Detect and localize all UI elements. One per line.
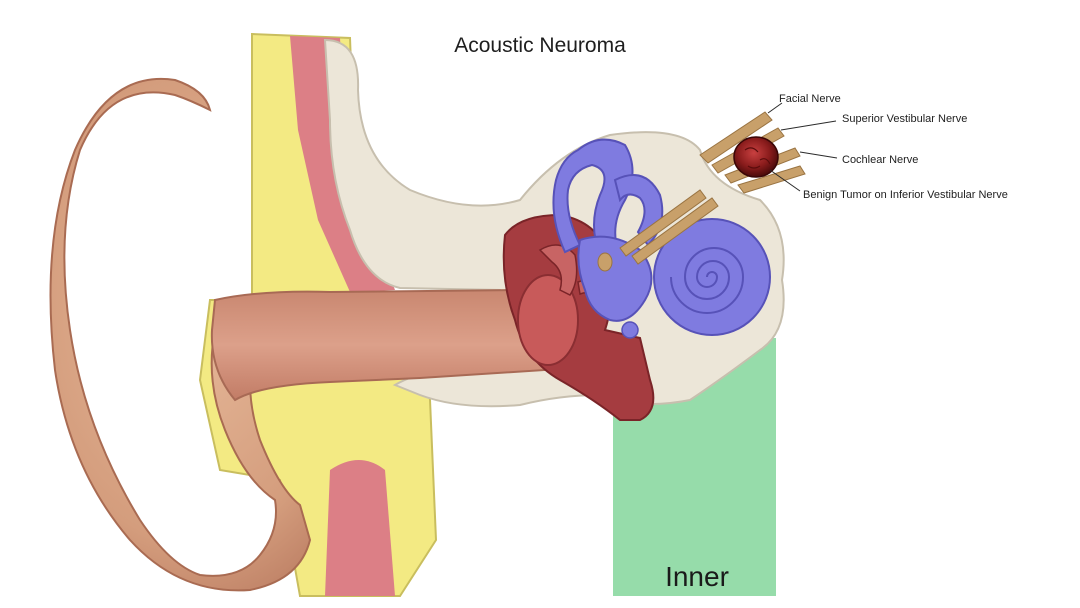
label-facial-nerve: Facial Nerve xyxy=(779,93,841,105)
ossicle-malleus xyxy=(538,244,578,296)
tumor-texture xyxy=(744,147,771,169)
inferior-vestibular-nerve xyxy=(737,165,806,194)
round-window xyxy=(621,321,639,339)
diagram-title: Acoustic Neuroma xyxy=(454,34,626,57)
cochlea xyxy=(653,218,771,336)
leader-superior-vestibular-nerve xyxy=(780,120,837,131)
label-benign-tumor: Benign Tumor on Inferior Vestibular Nerv… xyxy=(803,189,1008,201)
facial-nerve xyxy=(699,111,773,164)
cochlea-spiral xyxy=(670,247,745,314)
nerve-to-cochlea xyxy=(619,189,707,257)
label-cochlear-nerve: Cochlear Nerve xyxy=(842,154,918,166)
leader-benign-tumor xyxy=(769,169,801,192)
tissue-lobe-lower xyxy=(325,460,395,596)
nerve-bundle xyxy=(619,111,806,265)
oval-window xyxy=(597,252,613,272)
ear-canal xyxy=(210,288,547,402)
section-label-inner: Inner xyxy=(665,561,729,592)
acoustic-neuroma-tumor xyxy=(733,136,779,178)
leader-cochlear-nerve xyxy=(799,151,838,159)
eardrum xyxy=(517,274,579,366)
nerve-to-vestibule xyxy=(631,197,719,265)
leader-facial-nerve xyxy=(767,102,783,114)
label-superior-vestibular-nerve: Superior Vestibular Nerve xyxy=(842,113,967,125)
